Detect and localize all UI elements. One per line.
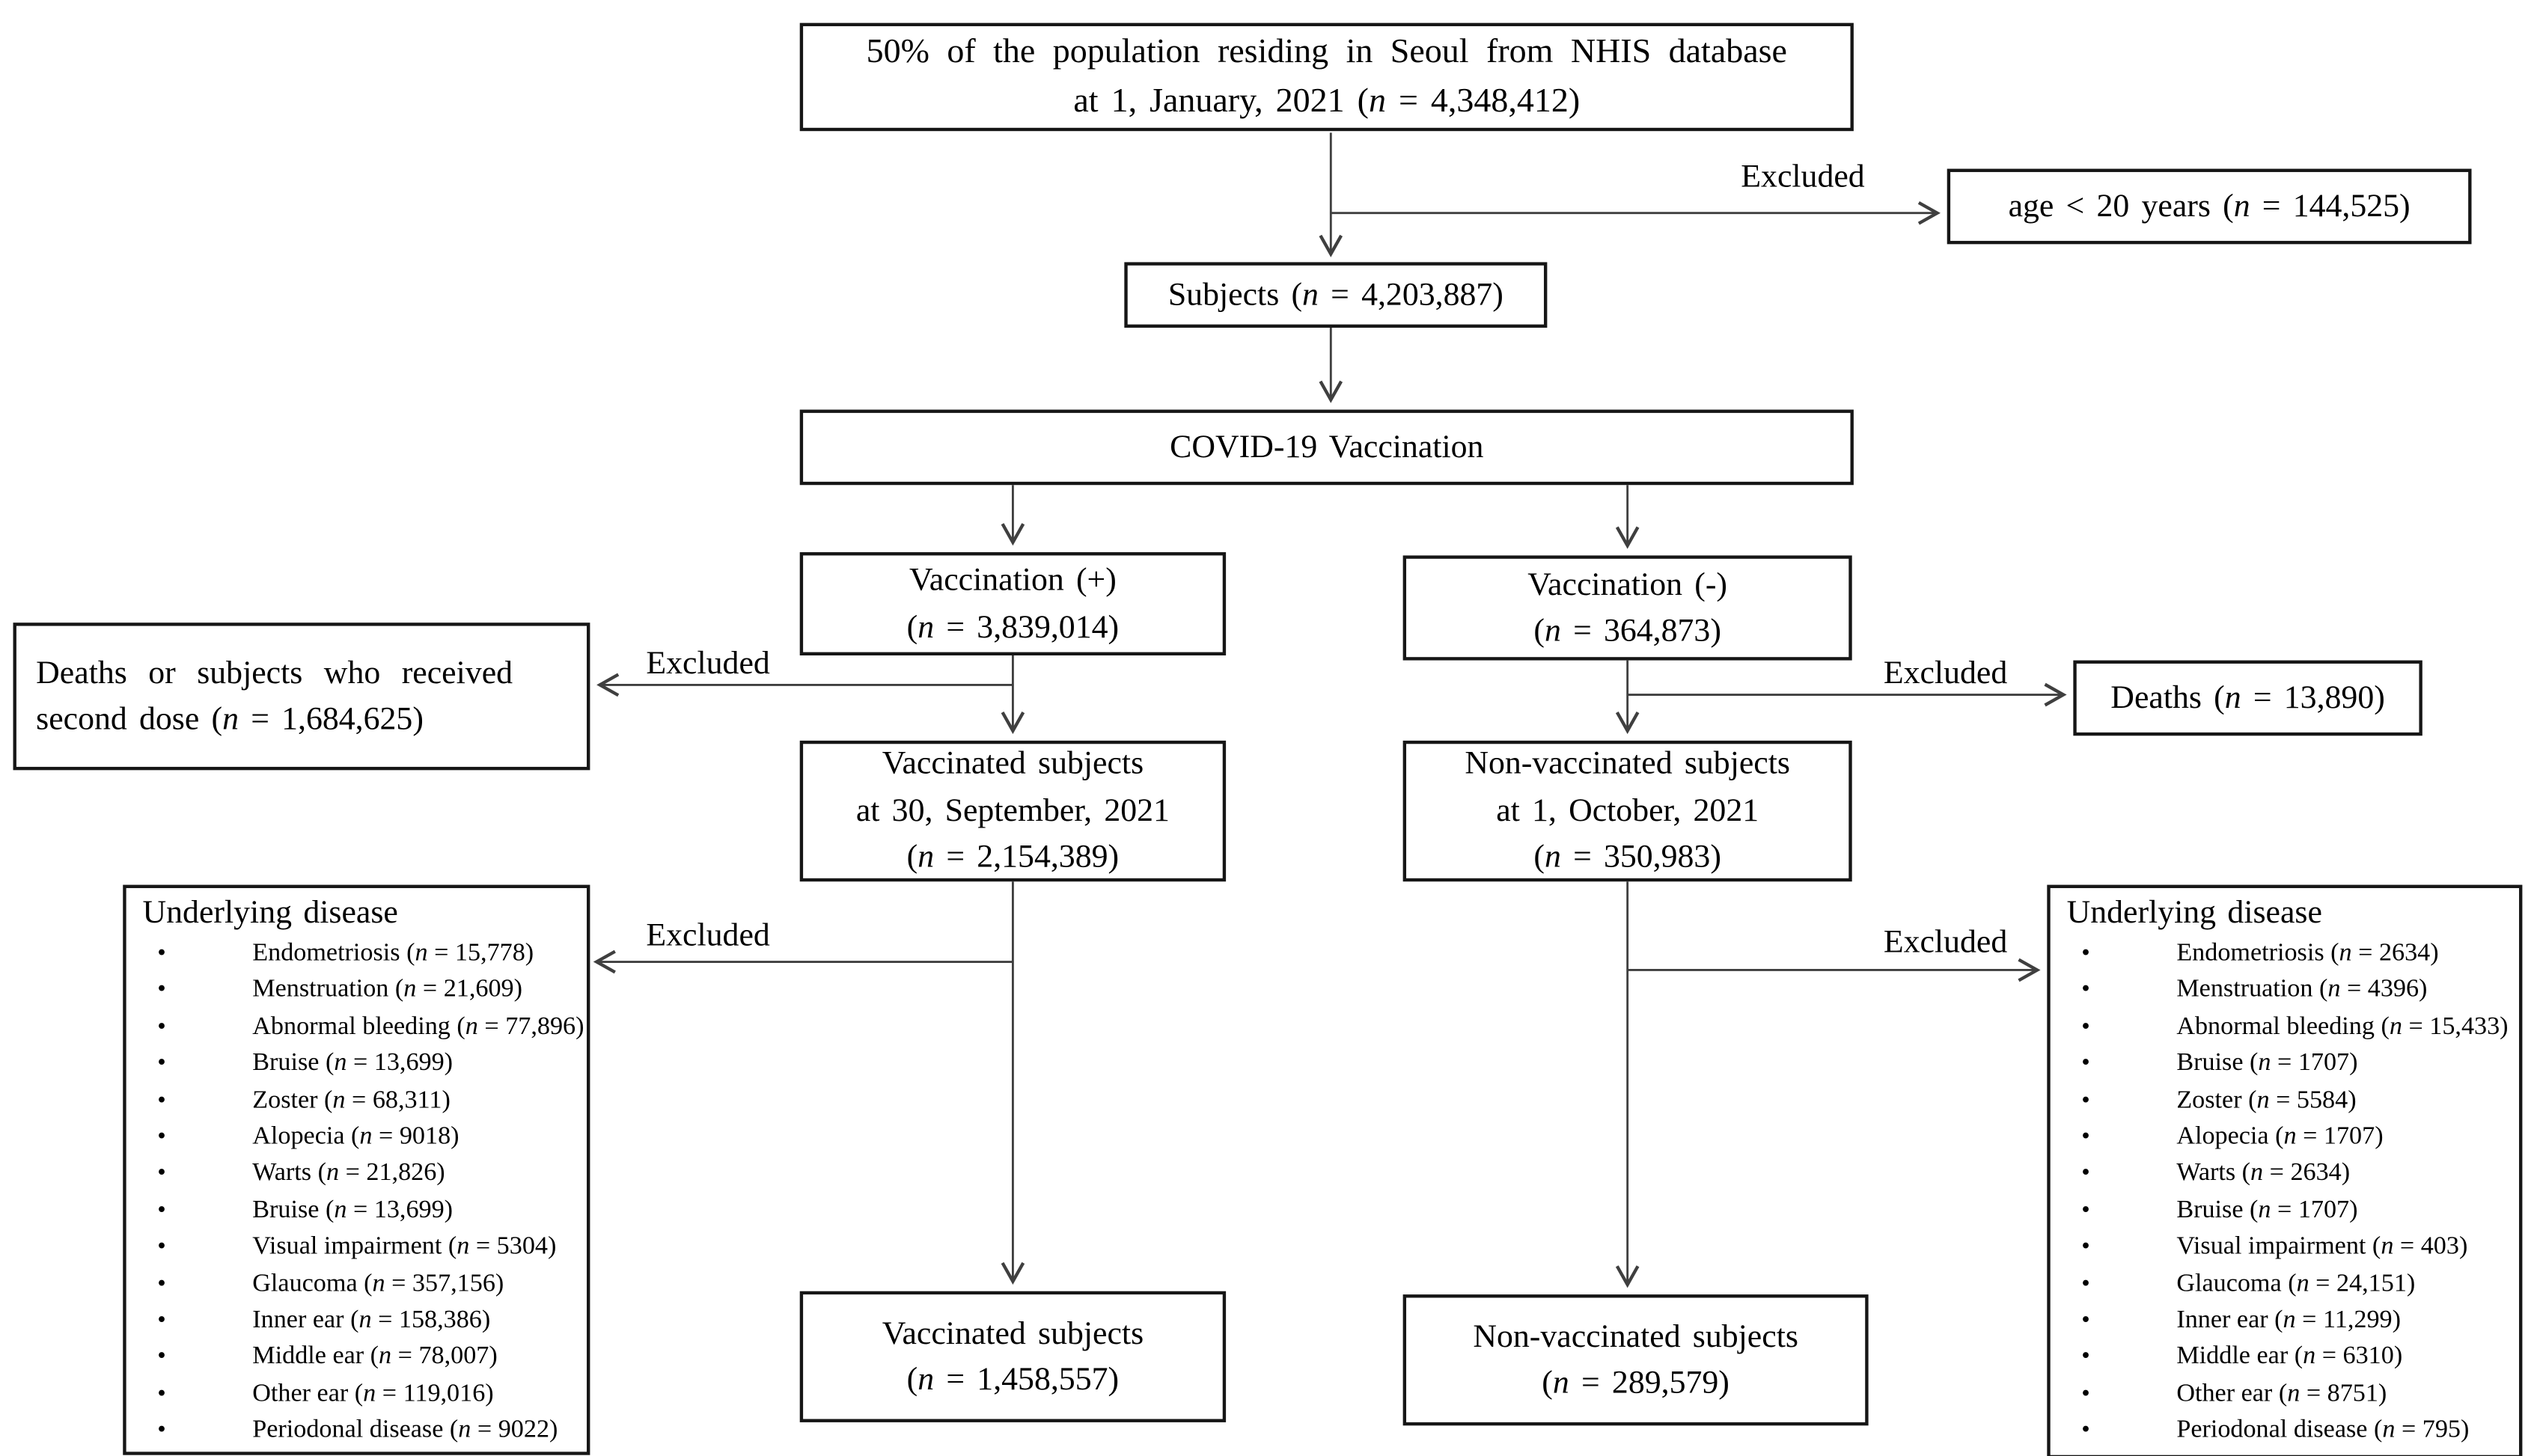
box-underlying-disease-left: Underlying disease Endometriosis (n = 15…	[123, 884, 590, 1455]
box-vaccination-negative-line-1: Vaccination (-)	[1527, 566, 1728, 603]
box-source-population: 50% of the population residing in Seoul …	[799, 22, 1854, 132]
box-nonvaccinated-october-line-3: (n = 350,983)	[1533, 839, 1721, 875]
box-vaccination-negative: Vaccination (-) (n = 364,873)	[1402, 555, 1852, 661]
excluded-label-underlying-right: Excluded	[1883, 924, 2008, 961]
box-nonvaccinated-final-line-2: (n = 289,579)	[1542, 1365, 1729, 1401]
list-item: Middle ear (n = 6310)	[2051, 1339, 2519, 1377]
box-subjects-text: Subjects (n = 4,203,887)	[1167, 276, 1503, 313]
box-nonvaccinated-final-line-1: Non-vaccinated subjects	[1473, 1318, 1798, 1355]
list-item: Glaucoma (n = 357,156)	[126, 1266, 587, 1303]
underlying-left-title: Underlying disease	[142, 894, 398, 931]
list-item: Bruise (n = 13,699)	[126, 1193, 587, 1230]
excluded-label-underlying-left: Excluded	[646, 917, 770, 954]
list-item: Endometriosis (n = 15,778)	[126, 935, 587, 973]
box-excluded-age: age < 20 years (n = 144,525)	[1947, 168, 2472, 245]
list-item: Glaucoma (n = 24,151)	[2051, 1266, 2519, 1303]
list-item: Visual impairment (n = 403)	[2051, 1229, 2519, 1267]
list-item: Bruise (n = 13,699)	[126, 1046, 587, 1083]
box-covid-vaccination-text: COVID-19 Vaccination	[1170, 429, 1484, 465]
box-deaths-text: Deaths (n = 13,890)	[2110, 679, 2385, 716]
box-vaccinated-final-line-2: (n = 1,458,557)	[906, 1361, 1120, 1398]
box-subjects: Subjects (n = 4,203,887)	[1124, 262, 1548, 328]
list-item: Alopecia (n = 1707)	[2051, 1119, 2519, 1157]
box-vaccination-positive-line-2: (n = 3,839,014)	[906, 608, 1120, 645]
box-nonvaccinated-october-line-2: at 1, October, 2021	[1496, 792, 1759, 829]
list-item: Menstruation (n = 4396)	[2051, 973, 2519, 1010]
list-item: Warts (n = 21,826)	[126, 1156, 587, 1193]
list-item: Inner ear (n = 158,386)	[126, 1303, 587, 1340]
list-item: Other ear (n = 8751)	[2051, 1376, 2519, 1413]
list-item: Zoster (n = 5584)	[2051, 1083, 2519, 1120]
list-item: Periodonal disease (n = 9022)	[126, 1413, 587, 1450]
list-item: Inner ear (n = 11,299)	[2051, 1303, 2519, 1340]
box-vaccinated-september: Vaccinated subjects at 30, September, 20…	[799, 740, 1227, 882]
excluded-label-age: Excluded	[1741, 159, 1865, 195]
list-item: Abnormal bleeding (n = 77,896)	[126, 1009, 587, 1047]
box-vaccination-positive-line-1: Vaccination (+)	[909, 562, 1117, 599]
box-deaths-second-dose-line-2: second dose (n = 1,684,625)	[36, 701, 424, 738]
box-vaccinated-final-line-1: Vaccinated subjects	[882, 1315, 1144, 1351]
box-covid-vaccination: COVID-19 Vaccination	[799, 409, 1854, 486]
box-nonvaccinated-october: Non-vaccinated subjects at 1, October, 2…	[1402, 740, 1852, 882]
underlying-left-list: Endometriosis (n = 15,778) Menstruation …	[126, 935, 587, 1450]
list-item: Warts (n = 2634)	[2051, 1156, 2519, 1193]
underlying-right-title: Underlying disease	[2066, 894, 2322, 931]
box-vaccinated-september-line-2: at 30, September, 2021	[855, 792, 1170, 829]
box-nonvaccinated-october-line-1: Non-vaccinated subjects	[1465, 746, 1790, 783]
list-item: Visual impairment (n = 5304)	[126, 1229, 587, 1267]
list-item: Endometriosis (n = 2634)	[2051, 935, 2519, 973]
excluded-label-deaths: Excluded	[1883, 655, 2008, 692]
box-deaths: Deaths (n = 13,890)	[2073, 660, 2422, 736]
box-deaths-second-dose-line-1: Deaths or subjects who received	[36, 655, 513, 691]
box-source-line-1: 50% of the population residing in Seoul …	[866, 31, 1787, 71]
box-source-line-2: at 1, January, 2021 (n = 4,348,412)	[1073, 80, 1581, 120]
list-item: Abnormal bleeding (n = 15,433)	[2051, 1009, 2519, 1047]
box-underlying-disease-right: Underlying disease Endometriosis (n = 26…	[2047, 884, 2523, 1456]
underlying-right-list: Endometriosis (n = 2634) Menstruation (n…	[2051, 935, 2519, 1450]
box-deaths-second-dose: Deaths or subjects who received second d…	[13, 623, 590, 771]
list-item: Periodonal disease (n = 795)	[2051, 1413, 2519, 1450]
box-vaccinated-final: Vaccinated subjects (n = 1,458,557)	[799, 1291, 1227, 1422]
list-item: Bruise (n = 1707)	[2051, 1193, 2519, 1230]
list-item: Menstruation (n = 21,609)	[126, 973, 587, 1010]
excluded-label-deaths-second-dose: Excluded	[646, 645, 770, 682]
box-vaccinated-september-line-1: Vaccinated subjects	[882, 746, 1144, 783]
box-vaccinated-september-line-3: (n = 2,154,389)	[906, 839, 1120, 875]
list-item: Bruise (n = 1707)	[2051, 1046, 2519, 1083]
box-vaccination-positive: Vaccination (+) (n = 3,839,014)	[799, 552, 1227, 655]
box-nonvaccinated-final: Non-vaccinated subjects (n = 289,579)	[1402, 1294, 1869, 1426]
list-item: Other ear (n = 119,016)	[126, 1376, 587, 1413]
list-item: Alopecia (n = 9018)	[126, 1119, 587, 1157]
box-excluded-age-text: age < 20 years (n = 144,525)	[2008, 188, 2411, 224]
list-item: Middle ear (n = 78,007)	[126, 1339, 587, 1377]
list-item: Zoster (n = 68,311)	[126, 1083, 587, 1120]
box-vaccination-negative-line-2: (n = 364,873)	[1533, 613, 1721, 649]
